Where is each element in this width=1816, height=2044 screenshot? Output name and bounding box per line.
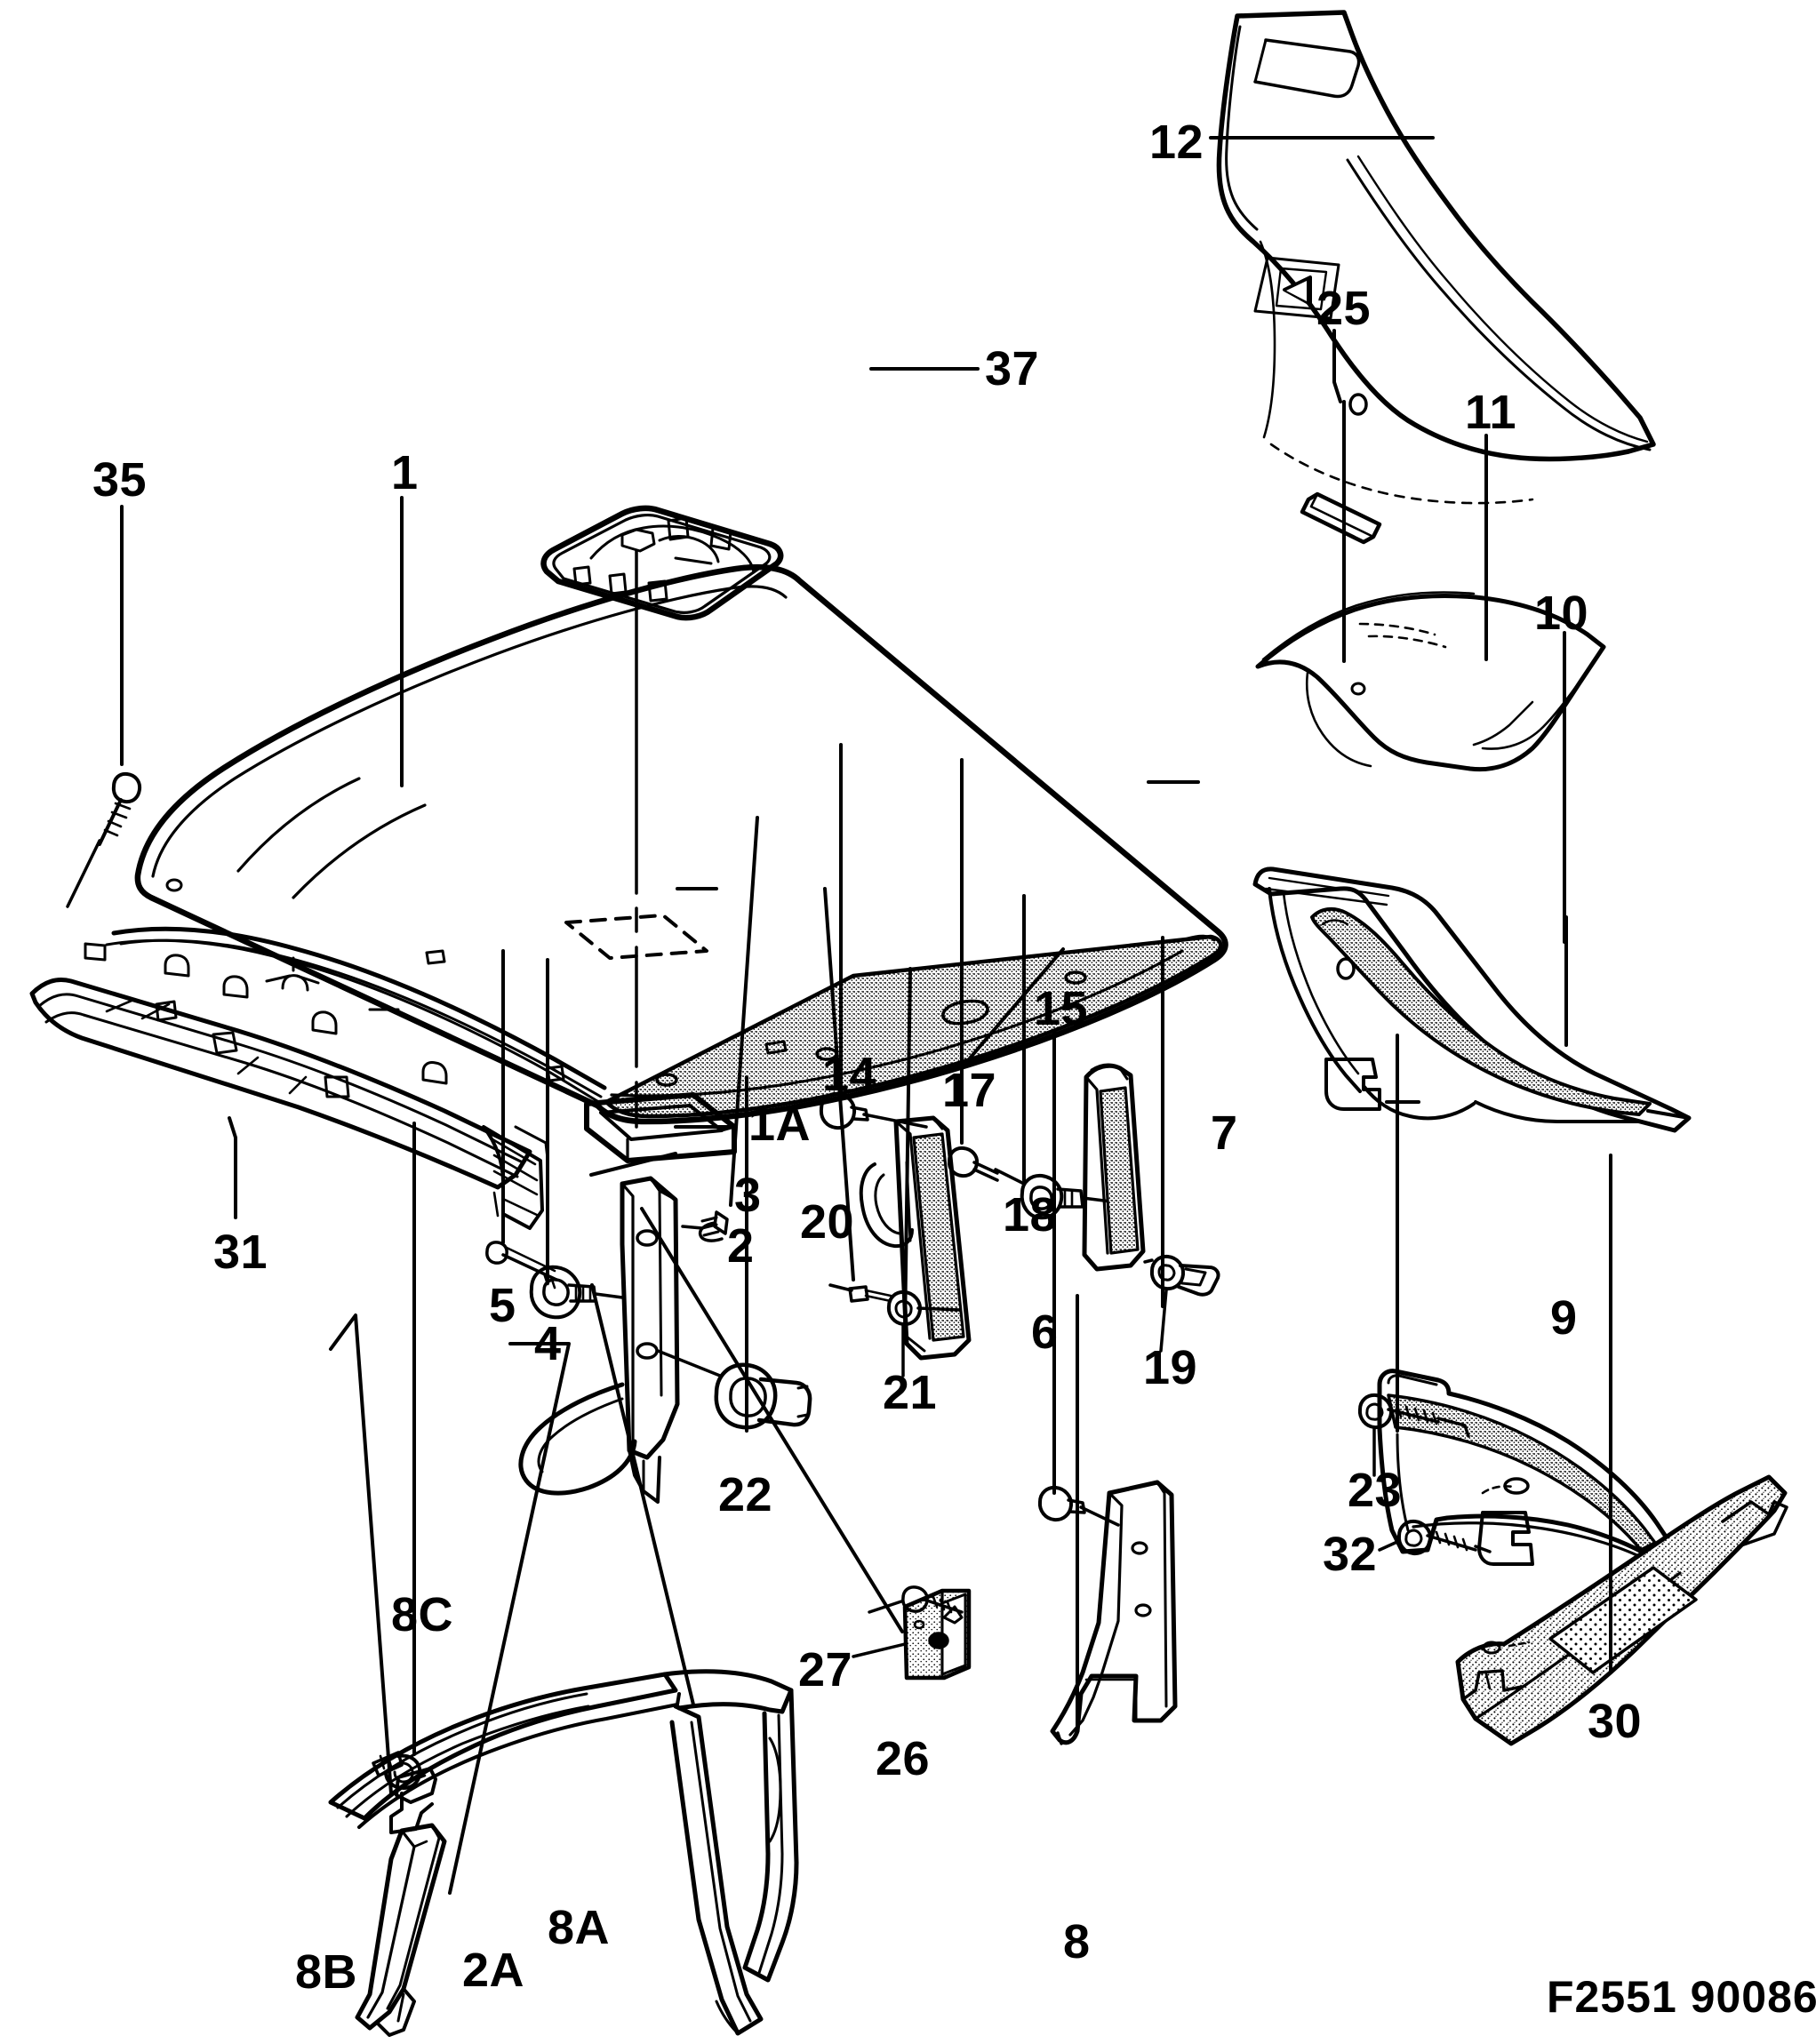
callout-2: 2 xyxy=(727,1219,755,1273)
callout-21: 21 xyxy=(883,1366,938,1419)
callout-2A: 2A xyxy=(462,1944,525,1997)
callout-5: 5 xyxy=(489,1279,516,1332)
callout-8B: 8B xyxy=(295,1945,358,1999)
part-26-27-shape xyxy=(852,1585,972,1681)
part-19-shape xyxy=(1143,1254,1220,1353)
callout-25: 25 xyxy=(1316,282,1372,335)
part-9-shape xyxy=(1377,1369,1674,1566)
callout-30: 30 xyxy=(1588,1695,1643,1748)
callout-23: 23 xyxy=(1348,1464,1403,1517)
part-7-shape xyxy=(1082,1063,1146,1272)
callout-3: 3 xyxy=(734,1169,762,1222)
callout-35: 35 xyxy=(92,453,148,507)
callout-9: 9 xyxy=(1550,1291,1578,1345)
callout-8C: 8C xyxy=(391,1588,454,1641)
callout-22: 22 xyxy=(718,1468,773,1521)
part-8-shape xyxy=(1050,1480,1178,1745)
part-31-shape xyxy=(29,926,607,1230)
part-17-18-shape xyxy=(947,1146,1113,1220)
part-6-shape xyxy=(859,1115,972,1361)
part-1-shape xyxy=(134,549,1228,1129)
callout-31: 31 xyxy=(213,1226,268,1279)
part-35-shape xyxy=(66,771,142,908)
callout-15: 15 xyxy=(1034,982,1089,1035)
callout-4: 4 xyxy=(534,1317,562,1370)
callout-1: 1 xyxy=(391,446,419,499)
callout-32: 32 xyxy=(1323,1528,1378,1581)
callout-7: 7 xyxy=(1211,1106,1238,1160)
part-22-shape xyxy=(656,1349,812,1430)
part-12-shape xyxy=(1216,10,1656,505)
callout-12: 12 xyxy=(1149,116,1204,169)
callout-8: 8 xyxy=(1063,1915,1091,1968)
callout-17: 17 xyxy=(942,1064,997,1117)
part-10-shape xyxy=(1252,866,1692,1133)
callout-10: 10 xyxy=(1534,587,1589,640)
part-37-shape xyxy=(540,505,784,621)
drawing-number: F2551 90086 xyxy=(1547,1972,1816,2022)
callout-14: 14 xyxy=(822,1048,877,1101)
callout-8A: 8A xyxy=(548,1901,611,1954)
part-25-shape xyxy=(1300,491,1382,545)
callout-27: 27 xyxy=(798,1643,853,1697)
part-20-21-shape xyxy=(828,1283,962,1377)
callout-6: 6 xyxy=(1031,1305,1059,1359)
leader-lines xyxy=(120,136,1612,1895)
callout-26: 26 xyxy=(876,1732,931,1785)
part-3-shape xyxy=(681,1210,729,1242)
callout-19: 19 xyxy=(1143,1341,1198,1394)
callout-18: 18 xyxy=(1003,1188,1058,1242)
callout-1A: 1A xyxy=(748,1098,812,1151)
callout-37: 37 xyxy=(985,342,1040,395)
part-32-shape xyxy=(1378,1519,1492,1556)
callout-20: 20 xyxy=(800,1195,855,1249)
part-8-assembly-shape xyxy=(328,1669,799,2037)
part-30-shape xyxy=(1455,1474,1788,1746)
callout-11: 11 xyxy=(1465,386,1517,439)
part-11-shape xyxy=(1255,591,1606,772)
